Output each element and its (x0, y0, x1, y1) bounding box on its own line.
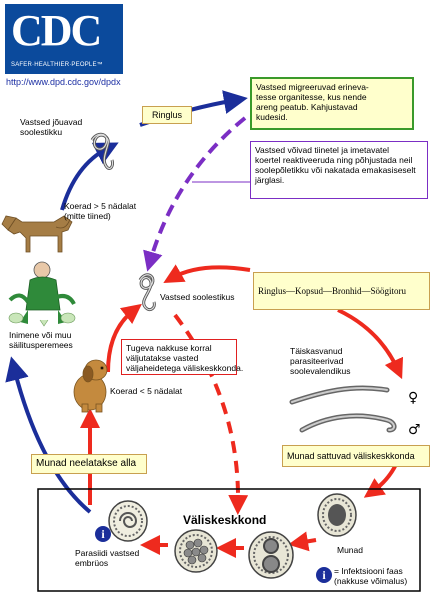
label-dogs-over-5-weeks: Koerad > 5 nädalat (mitte tiined) (64, 201, 137, 221)
egg-larva-embryo-icon (108, 500, 148, 542)
box-reactivation: Vastsed võivad tiinetel ja imetavatel ko… (250, 141, 428, 199)
cdc-tagline: SAFER·HEALTHIER·PEOPLE™ (11, 62, 103, 68)
label-larvae-reach-intestine: Vastsed jõuavad soolestikku (20, 117, 83, 137)
red-arrow-puppy-to-intestine (106, 303, 142, 373)
label-infective-stage: = Infektsiooni faas (nakkuse võimalus) (334, 566, 408, 586)
egg-unembryonated-icon (317, 493, 357, 537)
box-ringlus: Ringlus (142, 106, 192, 124)
box-eggs-to-environment: Munad sattuvad väliskeskkonda (282, 445, 430, 467)
box-heavy-infection: Tugeva nakkuse korral väljutatakse vaste… (121, 339, 243, 375)
male-symbol: ♂ (408, 422, 421, 438)
box-larvae-migrate: Vastsed migreeruvad erineva- tesse organ… (250, 77, 414, 130)
source-url[interactable]: http://www.dpd.cdc.gov/dpdx (6, 77, 121, 87)
dog-icon (1, 215, 73, 253)
blue-arrow-dog-to-intestine (60, 142, 119, 211)
label-larvae-in-intestine: Vastsed soolestikus (160, 292, 235, 302)
info-icon-legend: i (316, 567, 332, 583)
label-adult-worms: Täiskasvanud parasiteerivad soolevalendi… (290, 346, 351, 376)
red-arrow-egg-to-dev (288, 531, 317, 552)
label-eggs: Munad (337, 545, 363, 555)
external-environment-title: Väliskeskkond (183, 513, 267, 527)
purple-dashed-arrow (143, 116, 247, 272)
red-dashed-arrow-to-env (173, 313, 249, 515)
label-dogs-under-5-weeks: Koerad < 5 nädalat (110, 386, 183, 396)
cdc-logo: CDC SAFER·HEALTHIER·PEOPLE™ (5, 4, 123, 74)
human-host-icon (8, 261, 76, 327)
egg-two-cell-icon (248, 531, 294, 579)
red-arrow-route-to-adults (337, 308, 404, 380)
puppy-icon (73, 359, 108, 413)
female-symbol: ♀ (408, 390, 419, 406)
cdc-logo-text: CDC (11, 6, 102, 55)
box-route-lungs: Ringlus—Kopsud—Bronhid—Söögitoru (253, 272, 430, 310)
box-eggs-swallowed: Munad neelatakse alla (31, 454, 147, 474)
label-parasite-larvae-embryo: Parasiidi vastsed embrüos (75, 548, 140, 568)
info-icon-embryo: i (95, 526, 111, 542)
label-human-host: Inimene või muu säilitusperemees (9, 330, 73, 350)
red-arrow-to-intestine (163, 264, 251, 283)
egg-morula-icon (174, 529, 218, 573)
external-environment-frame (37, 488, 421, 592)
